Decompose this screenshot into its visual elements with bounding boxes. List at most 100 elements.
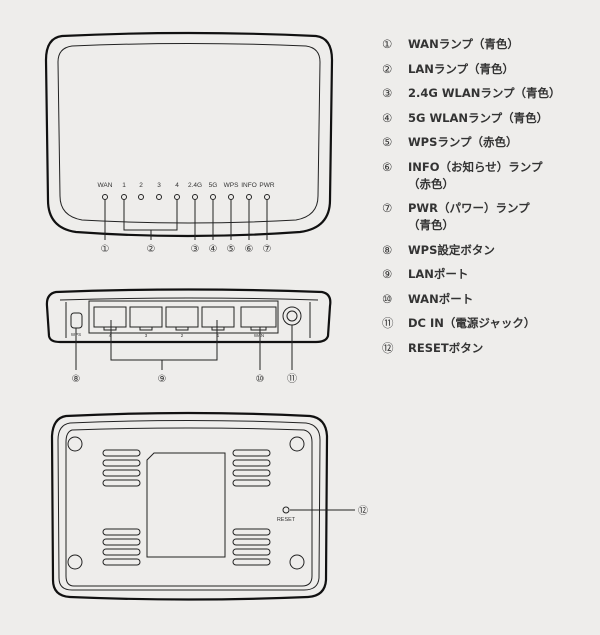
vent-slot bbox=[232, 548, 271, 556]
led-indicator bbox=[102, 194, 108, 200]
led-indicator bbox=[264, 194, 270, 200]
lan-port[interactable] bbox=[165, 306, 199, 328]
legend-text: 2.4G WLANランプ（青色） bbox=[408, 86, 561, 100]
legend-number: ⑨ bbox=[382, 267, 393, 281]
lan-port[interactable] bbox=[201, 306, 235, 328]
lan-port-label: 1 bbox=[217, 333, 220, 338]
callout-12: ⑫ bbox=[358, 505, 368, 517]
callout-9: ⑨ bbox=[158, 374, 167, 385]
legend-item: ① WANランプ（青色） bbox=[382, 36, 592, 53]
vent-slot bbox=[232, 558, 271, 566]
callout-1: ① bbox=[101, 244, 110, 255]
led-label: 2 bbox=[139, 182, 143, 189]
legend-number: ② bbox=[382, 61, 393, 76]
legend-text: 5G WLANランプ（青色） bbox=[408, 110, 549, 125]
legend-text: RESETボタン bbox=[408, 340, 484, 355]
legend-item: ⑨ LANポート bbox=[382, 266, 592, 283]
led-label: 5G bbox=[209, 182, 218, 189]
legend-number: ⑪ bbox=[382, 316, 394, 330]
legend-item: ⑩ WANポート bbox=[382, 291, 592, 308]
led-indicator bbox=[121, 194, 127, 200]
vent-slot bbox=[102, 558, 141, 566]
legend-text: WANポート bbox=[408, 291, 474, 306]
dc-in-jack[interactable] bbox=[282, 306, 302, 326]
legend-number: ⑤ bbox=[382, 135, 393, 149]
vent-slot bbox=[232, 528, 271, 536]
lan-port[interactable] bbox=[93, 306, 127, 328]
legend-text: DC IN（電源ジャック） bbox=[408, 316, 536, 330]
legend-number: ③ bbox=[382, 86, 393, 100]
wan-port-label: WAN bbox=[254, 333, 264, 338]
led-indicator bbox=[246, 194, 252, 200]
reset-button[interactable] bbox=[282, 506, 290, 514]
legend-number: ⑥ bbox=[382, 159, 393, 174]
legend-number: ⑩ bbox=[382, 291, 393, 306]
vent-slot bbox=[102, 459, 141, 467]
legend-item: ⑧ WPS設定ボタン bbox=[382, 242, 592, 259]
legend-text: INFO（お知らせ）ランプ （赤色） bbox=[408, 159, 543, 191]
led-label: 4 bbox=[175, 182, 179, 189]
led-indicator bbox=[174, 194, 180, 200]
legend-text: WANランプ（青色） bbox=[408, 37, 519, 51]
led-indicator bbox=[210, 194, 216, 200]
legend-text: WPSランプ（赤色） bbox=[408, 135, 518, 149]
legend-item: ⑤ WPSランプ（赤色） bbox=[382, 134, 592, 151]
vent-slot bbox=[102, 538, 141, 546]
vent-slot bbox=[232, 479, 271, 487]
vent-slot bbox=[232, 538, 271, 546]
legend-number: ④ bbox=[382, 110, 393, 125]
led-label: WAN bbox=[98, 182, 113, 189]
legend-item: ④ 5G WLANランプ（青色） bbox=[382, 110, 592, 127]
callout-6: ⑥ bbox=[245, 244, 254, 255]
callout-4: ④ bbox=[209, 244, 218, 255]
callout-3: ③ bbox=[191, 244, 200, 255]
callout-8: ⑧ bbox=[72, 374, 81, 385]
lan-port[interactable] bbox=[129, 306, 163, 328]
reset-label: RESET bbox=[277, 517, 296, 523]
legend-number: ⑧ bbox=[382, 242, 393, 257]
vent-slot bbox=[102, 548, 141, 556]
vent-slot bbox=[102, 528, 141, 536]
lan-port-label: 3 bbox=[145, 333, 148, 338]
vent-slot bbox=[232, 449, 271, 457]
wan-port[interactable] bbox=[240, 306, 277, 328]
vent-slot bbox=[102, 449, 141, 457]
led-indicator bbox=[156, 194, 162, 200]
callout-10: ⑩ bbox=[256, 374, 265, 385]
lan-port-label: 4 bbox=[109, 333, 112, 338]
led-indicator bbox=[228, 194, 234, 200]
led-label: INFO bbox=[241, 182, 257, 189]
vent-slot bbox=[102, 479, 141, 487]
legend-item: ⑫ RESETボタン bbox=[382, 340, 592, 357]
led-indicator bbox=[192, 194, 198, 200]
legend-text: PWR（パワー）ランプ （青色） bbox=[408, 201, 530, 232]
legend-item: ③ 2.4G WLANランプ（青色） bbox=[382, 85, 592, 102]
led-label: PWR bbox=[259, 182, 274, 189]
legend-item: ⑥ INFO（お知らせ）ランプ （赤色） bbox=[382, 159, 592, 193]
callout-7: ⑦ bbox=[263, 244, 272, 255]
vent-slot bbox=[232, 469, 271, 477]
led-indicator bbox=[138, 194, 144, 200]
legend-number: ⑫ bbox=[382, 340, 394, 355]
legend-text: LANポート bbox=[408, 267, 469, 281]
vent-slot bbox=[102, 469, 141, 477]
wps-button[interactable] bbox=[70, 312, 83, 329]
lan-port-label: 2 bbox=[181, 333, 184, 338]
legend-number: ⑦ bbox=[382, 201, 393, 215]
led-label: WPS bbox=[224, 182, 239, 189]
callout-2: ② bbox=[147, 244, 156, 255]
legend-item: ⑦ PWR（パワー）ランプ （青色） bbox=[382, 200, 592, 234]
legend-text: WPS設定ボタン bbox=[408, 242, 495, 257]
router-bottom-view: RESET ⑫ bbox=[50, 411, 368, 601]
callout-11: ⑪ bbox=[287, 373, 297, 385]
legend-number: ① bbox=[382, 37, 393, 51]
led-label: 3 bbox=[157, 182, 161, 189]
callout-5: ⑤ bbox=[227, 244, 236, 255]
led-label: 2.4G bbox=[188, 182, 202, 189]
vent-slot bbox=[232, 459, 271, 467]
